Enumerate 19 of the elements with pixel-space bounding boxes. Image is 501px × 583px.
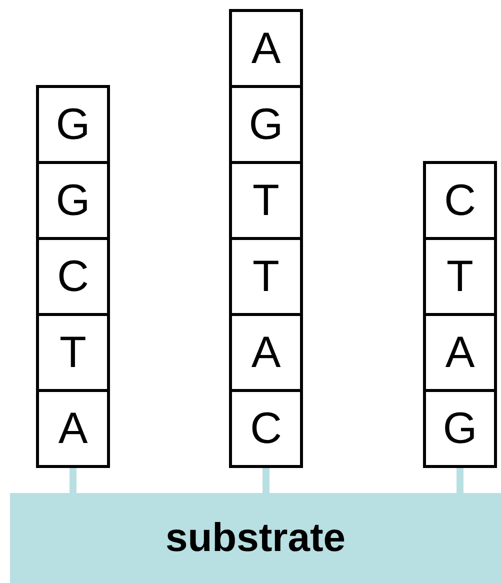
nucleotide-box: C <box>36 237 110 316</box>
nucleotide-box: C <box>229 389 303 468</box>
nucleotide-box: G <box>229 85 303 164</box>
linker-line <box>262 468 270 493</box>
nucleotide-box: A <box>229 9 303 88</box>
nucleotide-box: T <box>229 161 303 240</box>
linker-line <box>70 468 76 493</box>
nucleotide-box: T <box>36 313 110 392</box>
nucleotide-box: A <box>229 313 303 392</box>
nucleotide-box: C <box>423 161 497 240</box>
nucleotide-box: A <box>423 313 497 392</box>
nucleotide-box: T <box>423 237 497 316</box>
nucleotide-box: G <box>423 389 497 468</box>
nucleotide-box: A <box>36 389 110 468</box>
substrate-block: substrate <box>10 493 501 583</box>
linker-line <box>456 468 464 493</box>
nucleotide-box: G <box>36 161 110 240</box>
nucleotide-box: T <box>229 237 303 316</box>
nucleotide-box: G <box>36 85 110 164</box>
